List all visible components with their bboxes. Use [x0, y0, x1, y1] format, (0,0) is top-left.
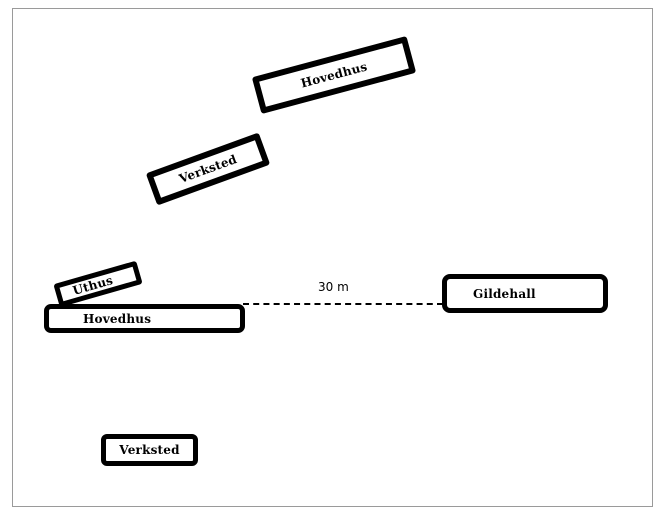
building-label: Gildehall	[473, 286, 536, 301]
building-label: Hovedhus	[83, 311, 152, 326]
distance-line	[243, 303, 443, 305]
building-label: Hovedhus	[299, 59, 369, 91]
building-verksted-bottom: Verksted	[101, 434, 198, 466]
building-label: Verksted	[119, 443, 180, 457]
building-hovedhus-bottom: Hovedhus	[44, 304, 245, 333]
distance-label: 30 m	[318, 280, 349, 294]
building-gildehall: Gildehall	[442, 274, 608, 313]
